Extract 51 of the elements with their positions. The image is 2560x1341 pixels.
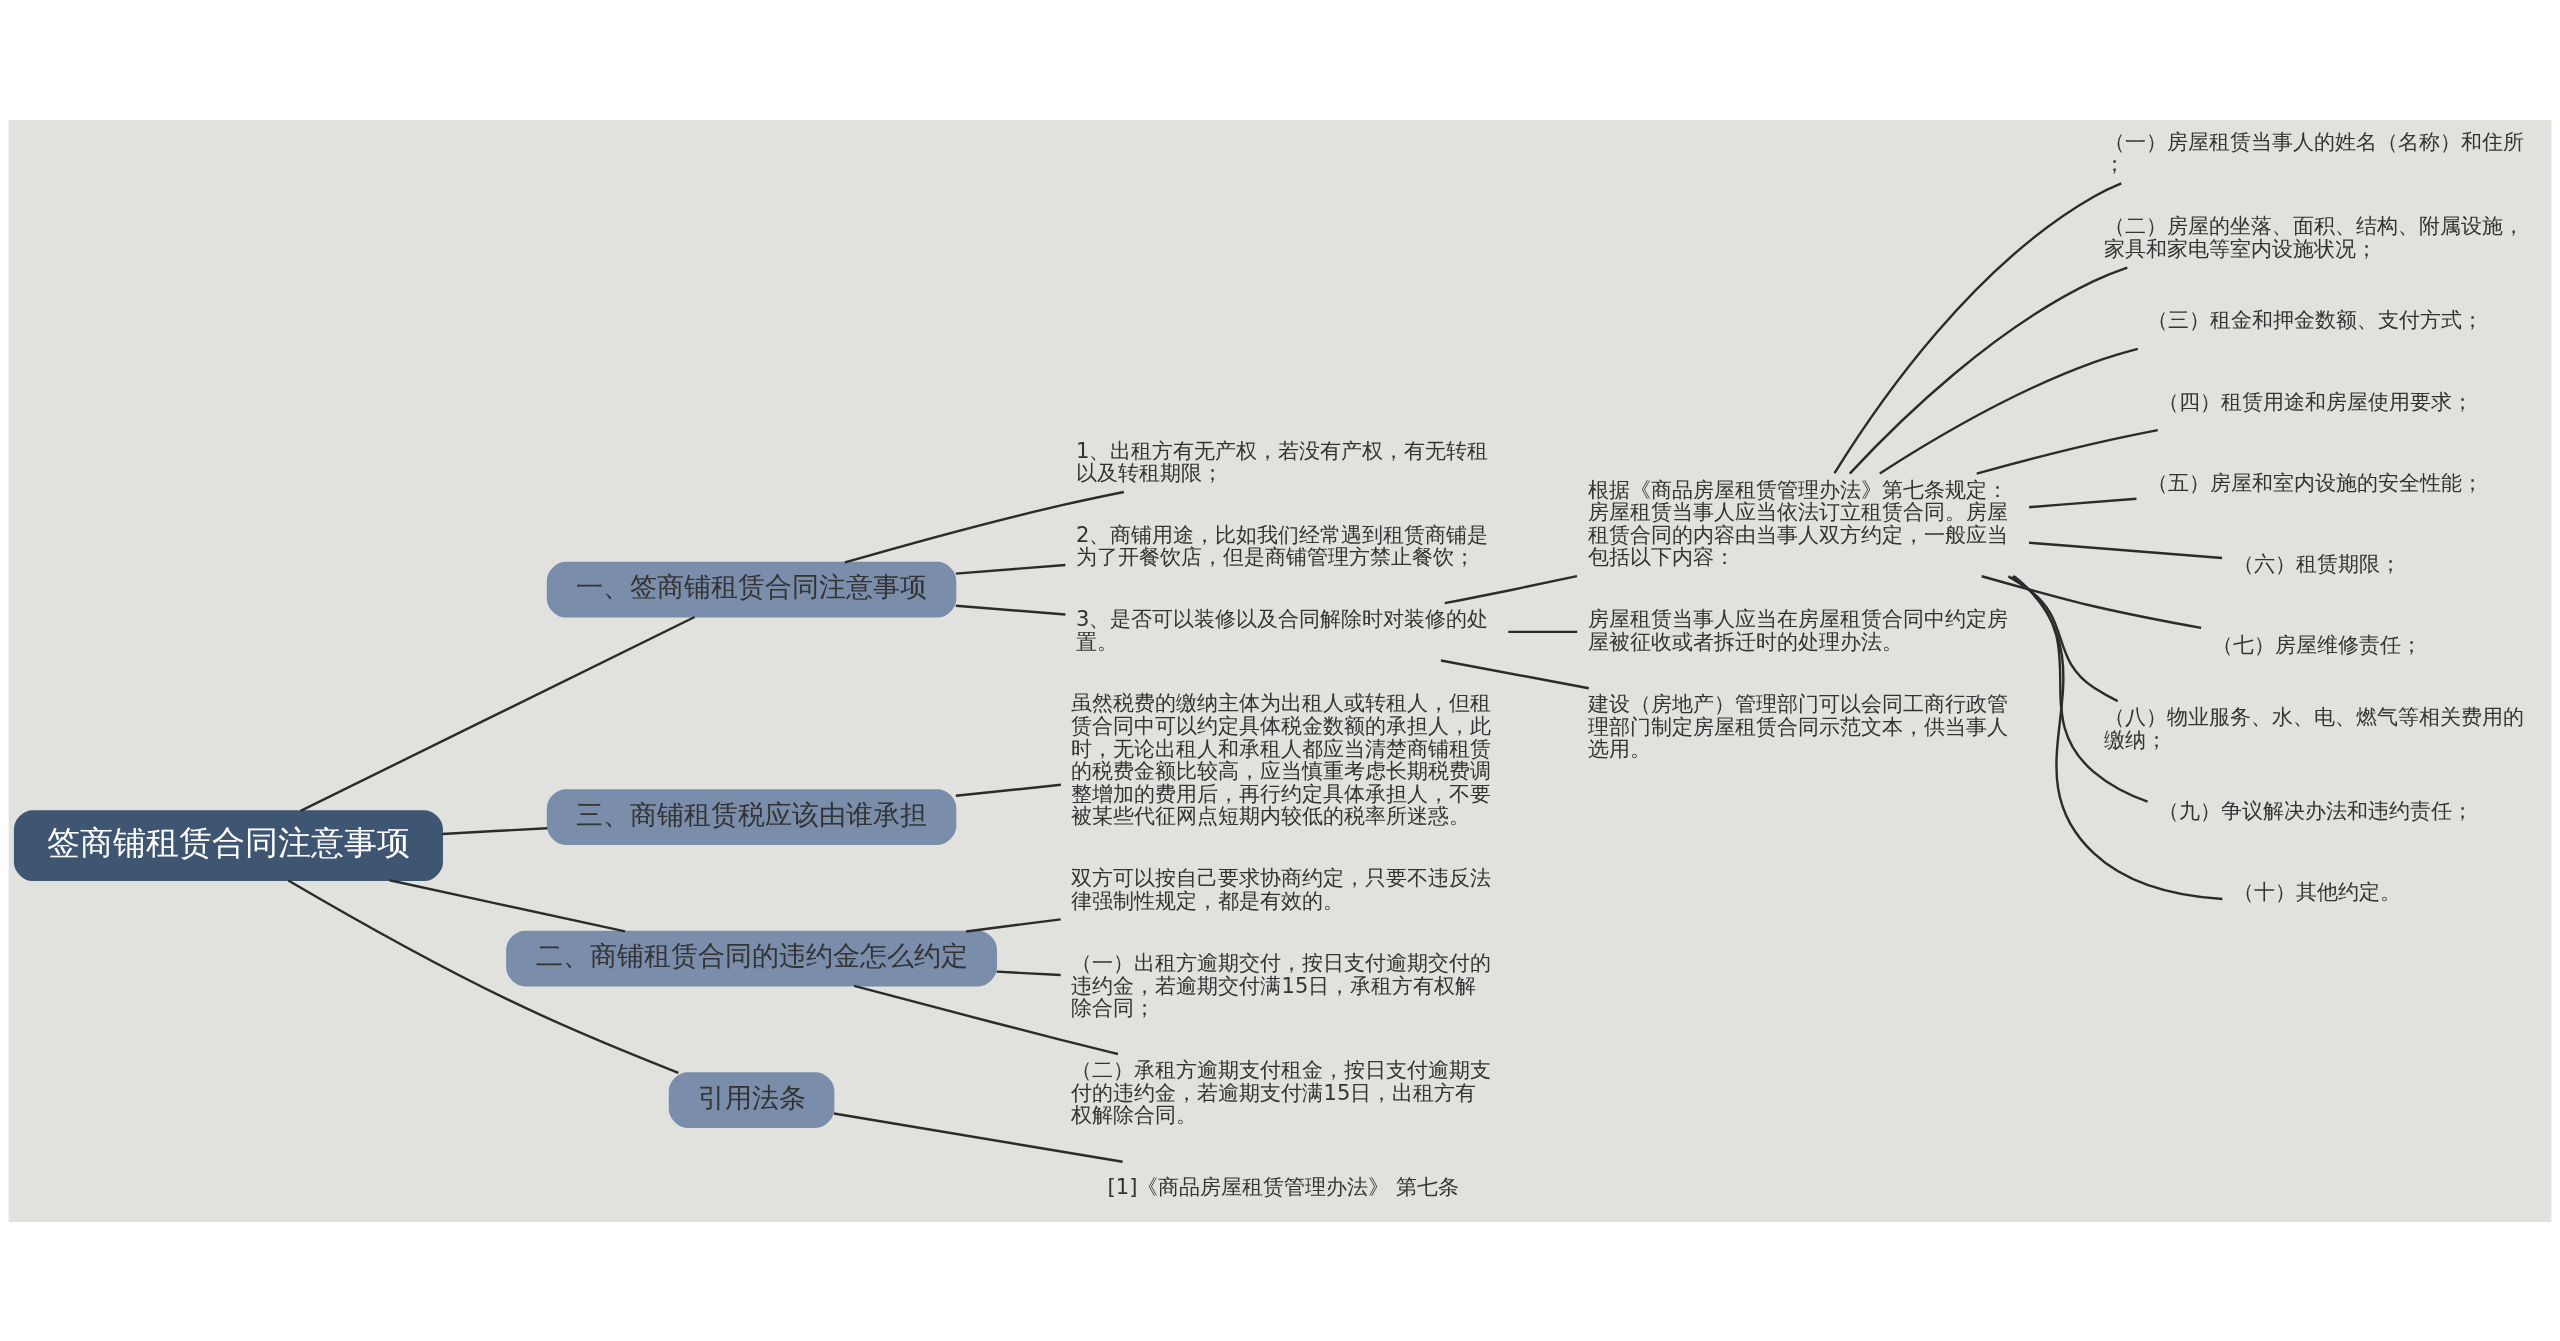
node-text: （三）租金和押金数额、支付方式；: [2147, 306, 2484, 332]
node-text: （十）其他约定。: [2232, 878, 2401, 904]
connector: [2007, 574, 2119, 702]
connector: [300, 615, 696, 812]
connector: [844, 490, 1125, 564]
node-text: 双方可以按自己要求协商约定，只要不违反法律强制性规定，都是有效的。: [1071, 864, 1492, 913]
node-text: （二）承租方逾期支付租金，按日支付逾期支付的违约金，若逾期支付满15日，出租方有权解除合同。: [1071, 1056, 1492, 1127]
node-text: （五）房屋和室内设施的安全性能；: [2147, 469, 2484, 495]
connector: [2013, 574, 2223, 900]
connector: [2011, 574, 2148, 803]
connector: [2028, 541, 2223, 559]
connector: [853, 984, 1119, 1055]
node-text: [1]《商品房屋租赁管理办法》 第七条: [1107, 1173, 1460, 1199]
connector: [1879, 347, 2139, 474]
node-text: （八）物业服务、水、电、燃气等相关费用的缴纳；: [2104, 703, 2525, 752]
connector: [833, 1111, 1123, 1163]
connector: [1833, 181, 2122, 474]
node-text: （七）房屋维修责任；: [2211, 631, 2422, 657]
node-text: （一）出租方逾期交付，按日支付逾期交付的违约金，若逾期交付满15日，承租方有权解除合同；: [1071, 949, 1492, 1020]
node-text: （四）租赁用途和房屋使用要求；: [2158, 388, 2474, 414]
node-box: 一、签商铺租赁合同注意事项: [546, 561, 957, 618]
node-text: （二）房屋的坐落、面积、结构、附属设施，家具和家电等室内设施状况；: [2104, 212, 2525, 261]
node-text: 1、出租方有无产权，若没有产权，有无转租以及转租期限；: [1076, 437, 1489, 485]
node-box: 签商铺租赁合同注意事项: [13, 809, 443, 881]
connector: [1976, 428, 2158, 475]
node-box: 三、商铺租赁税应该由谁承担: [546, 788, 957, 845]
node-text: 根据《商品房屋租赁管理办法》第七条规定：房屋租赁当事人应当依法订立租赁合同。房屋租赁合同的内容由当事人双方约定，一般应当包括以下内容：: [1587, 476, 2008, 569]
node-text: （一）房屋租赁当事人的姓名（名称）和住所；: [2104, 128, 2525, 176]
node-text: 2、商铺用途，比如我们经常遇到租赁商铺是为了开餐饮店，但是商铺管理方禁止餐饮；: [1076, 521, 1489, 569]
node-text: 3、是否可以装修以及合同解除时对装修的处置。: [1076, 605, 1489, 654]
connector: [389, 878, 626, 933]
connector: [442, 826, 548, 835]
connector: [2028, 497, 2137, 508]
connector: [1981, 574, 2202, 629]
node-box: 引用法条: [668, 1071, 835, 1128]
node-box: 二、商铺租赁合同的违约金怎么约定: [506, 930, 997, 986]
connector: [955, 783, 1062, 797]
connector: [1508, 630, 1578, 633]
connector: [996, 969, 1061, 976]
connector: [955, 604, 1066, 616]
node-text: 虽然税费的缴纳主体为出租人或转租人，但租赁合同中可以约定具体税金数额的承担人，此时，无论出租人和承租人都应当清楚商铺租赁的税费金额比较高，应当慎重考虑长期税费调整增加的费用后，再行约定具体承担人，不要被某些代征网点短期内较低的税率所迷惑。: [1071, 689, 1492, 828]
connector: [1444, 574, 1578, 604]
node-text: 建设（房地产）管理部门可以会同工商行政管理部门制定房屋租赁合同示范文本，供当事人选用。: [1587, 690, 2008, 761]
node-text: 房屋租赁当事人应当在房屋租赁合同中约定房屋被征收或者拆迁时的处理办法。: [1587, 605, 2008, 654]
node-text: （六）租赁期限；: [2232, 550, 2401, 576]
connector: [1440, 658, 1590, 689]
connector: [955, 563, 1066, 575]
connector: [1848, 265, 2128, 474]
connector: [965, 917, 1061, 933]
connector: [287, 879, 679, 1074]
node-text: （九）争议解决办法和违约责任；: [2158, 797, 2474, 823]
